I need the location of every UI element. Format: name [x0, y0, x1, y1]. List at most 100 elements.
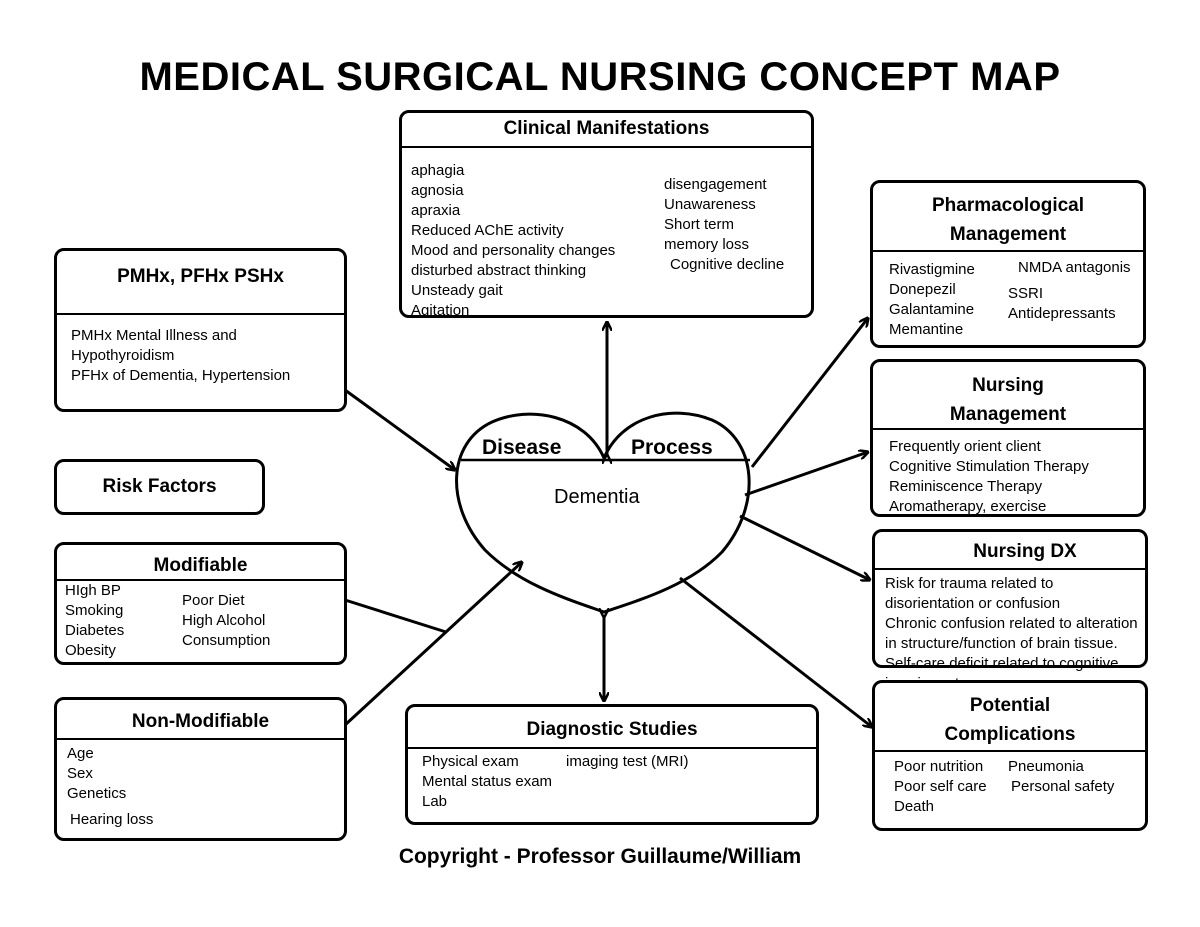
nursing-management-box: Nursing Management Frequently orient cli…: [870, 359, 1146, 517]
clinical-right-list: disengagement Unawareness Short term mem…: [664, 175, 784, 275]
complications-title-line2: Complications: [944, 724, 1076, 745]
clinical-left-list: aphagia agnosia apraxia Reduced AChE act…: [411, 161, 615, 321]
list-item: HIgh BP: [65, 582, 121, 599]
complications-left-list: Poor nutrition Poor self care Death: [894, 757, 987, 817]
list-item: Poor self care: [894, 778, 987, 795]
modifiable-title: Modifiable: [153, 555, 248, 576]
list-item: Age: [67, 745, 94, 762]
list-item: SSRI: [1008, 285, 1044, 302]
list-item: Unawareness: [664, 196, 756, 213]
list-item: Poor nutrition: [894, 758, 984, 775]
list-item: Genetics: [67, 785, 127, 802]
modifiable-right-list: Poor Diet High Alcohol Consumption: [182, 591, 270, 651]
list-item: imaging test (MRI): [566, 753, 689, 770]
list-item: Sex: [67, 765, 93, 782]
list-item: disengagement: [664, 176, 767, 193]
arrow-pharm: [750, 318, 868, 468]
diagnostic-right-list: imaging test (MRI): [566, 752, 689, 772]
list-item: Cognitive Stimulation Therapy: [889, 458, 1089, 475]
list-item: in structure/function of brain tissue.: [885, 635, 1118, 652]
risk-factors-title: Risk Factors: [102, 476, 217, 497]
nursing-dx-title: Nursing DX: [973, 541, 1077, 562]
list-item: Galantamine: [889, 301, 975, 318]
pharm-title-line1: Pharmacological: [931, 195, 1085, 216]
list-item: Diabetes: [65, 622, 125, 639]
disease-name: Dementia: [554, 486, 640, 508]
list-item: Unsteady gait: [411, 282, 503, 299]
nursing-mgmt-title-line2: Management: [949, 404, 1067, 425]
arrow-nursing-dx: [739, 514, 870, 580]
page-title: MEDICAL SURGICAL NURSING CONCEPT MAP: [139, 55, 1061, 99]
non-modifiable-box: Non-Modifiable Age Sex Genetics Hearing …: [54, 697, 347, 841]
list-item: Rivastigmine: [889, 261, 975, 278]
list-item: NMDA antagonis: [1018, 259, 1131, 276]
list-item: Chronic confusion related to alteration: [885, 615, 1138, 632]
list-item: Self-care deficit related to cognitive: [885, 655, 1119, 672]
list-item: PMHx Mental Illness and: [71, 327, 237, 344]
non-modifiable-list: Age Sex Genetics Hearing loss: [67, 744, 153, 830]
list-item: aphagia: [411, 162, 465, 179]
list-item: Obesity: [65, 642, 116, 659]
arrow-nursing-mgmt: [744, 452, 868, 497]
list-item: disturbed abstract thinking: [411, 262, 587, 279]
list-item: Personal safety: [1011, 778, 1115, 795]
list-item: Antidepressants: [1008, 305, 1116, 322]
diagnostic-studies-box: Diagnostic Studies Physical exam Mental …: [405, 704, 819, 825]
list-item: Death: [894, 798, 935, 815]
list-item: Aromatherapy, exercise: [889, 498, 1047, 515]
list-item: Risk for trauma related to: [885, 575, 1054, 592]
clinical-title: Clinical Manifestations: [503, 118, 710, 139]
pharmacological-box: Pharmacological Management Rivastigmine …: [870, 180, 1146, 348]
list-item: Reduced AChE activity: [411, 222, 564, 239]
list-item: memory loss: [664, 236, 750, 253]
arrow-complications: [679, 576, 872, 727]
pharm-right-list: NMDA antagonis SSRI Antidepressants: [1008, 258, 1131, 324]
list-item: Agitation: [411, 302, 470, 319]
nursing-dx-list: Risk for trauma related to disorientatio…: [885, 574, 1138, 694]
complications-title-line1: Potential: [969, 695, 1051, 716]
arrow-pmhx: [344, 388, 455, 470]
list-item: Memantine: [889, 321, 964, 338]
nursing-mgmt-list: Frequently orient client Cognitive Stimu…: [889, 437, 1089, 517]
list-item: Cognitive decline: [670, 256, 785, 273]
list-item: Smoking: [65, 602, 124, 619]
list-item: Hypothyroidism: [71, 347, 175, 364]
disease-label: Disease: [482, 436, 562, 459]
list-item: PFHx of Dementia, Hypertension: [71, 367, 291, 384]
risk-factors-box: Risk Factors: [54, 459, 265, 515]
list-item: Reminiscence Therapy: [889, 478, 1043, 495]
list-item: Pneumonia: [1008, 758, 1084, 775]
list-item: Mood and personality changes: [411, 242, 616, 259]
list-item: Poor Diet: [182, 592, 245, 609]
list-item: Mental status exam: [422, 773, 553, 790]
list-item: Frequently orient client: [889, 438, 1041, 455]
non-modifiable-title: Non-Modifiable: [131, 711, 270, 732]
nursing-dx-box: Nursing DX Risk for trauma related to di…: [872, 529, 1148, 692]
list-item: Short term: [664, 216, 735, 233]
process-label: Process: [631, 436, 713, 459]
pharm-left-list: Rivastigmine Donepezil Galantamine Meman…: [889, 260, 975, 340]
clinical-manifestations-box: Clinical Manifestations aphagia agnosia …: [399, 110, 814, 321]
list-item: Hearing loss: [70, 811, 154, 828]
diagnostic-left-list: Physical exam Mental status exam Lab: [422, 752, 552, 812]
list-item: apraxia: [411, 202, 461, 219]
list-item: Consumption: [182, 632, 271, 649]
diagnostic-title: Diagnostic Studies: [526, 719, 698, 740]
list-item: Lab: [422, 793, 448, 810]
complications-right-list: Pneumonia Personal safety: [1008, 757, 1114, 797]
list-item: High Alcohol: [182, 612, 266, 629]
complications-box: Potential Complications Poor nutrition P…: [872, 680, 1148, 831]
pmhx-box: PMHx, PFHx PSHx PMHx Mental Illness and …: [54, 248, 347, 412]
pmhx-title: PMHx, PFHx PSHx: [117, 266, 284, 287]
modifiable-left-list: HIgh BP Smoking Diabetes Obesity: [65, 581, 124, 661]
line-modifiable: [344, 598, 447, 634]
pharm-title-line2: Management: [949, 224, 1067, 245]
nursing-mgmt-title-line1: Nursing: [972, 375, 1044, 396]
list-item: Donepezil: [889, 281, 956, 298]
arrow-non-modifiable: [343, 562, 522, 727]
list-item: Physical exam: [422, 753, 519, 770]
pmhx-list: PMHx Mental Illness and Hypothyroidism P…: [71, 326, 290, 386]
modifiable-box: Modifiable HIgh BP Smoking Diabetes Obes…: [54, 542, 347, 665]
list-item: disorientation or confusion: [885, 595, 1061, 612]
